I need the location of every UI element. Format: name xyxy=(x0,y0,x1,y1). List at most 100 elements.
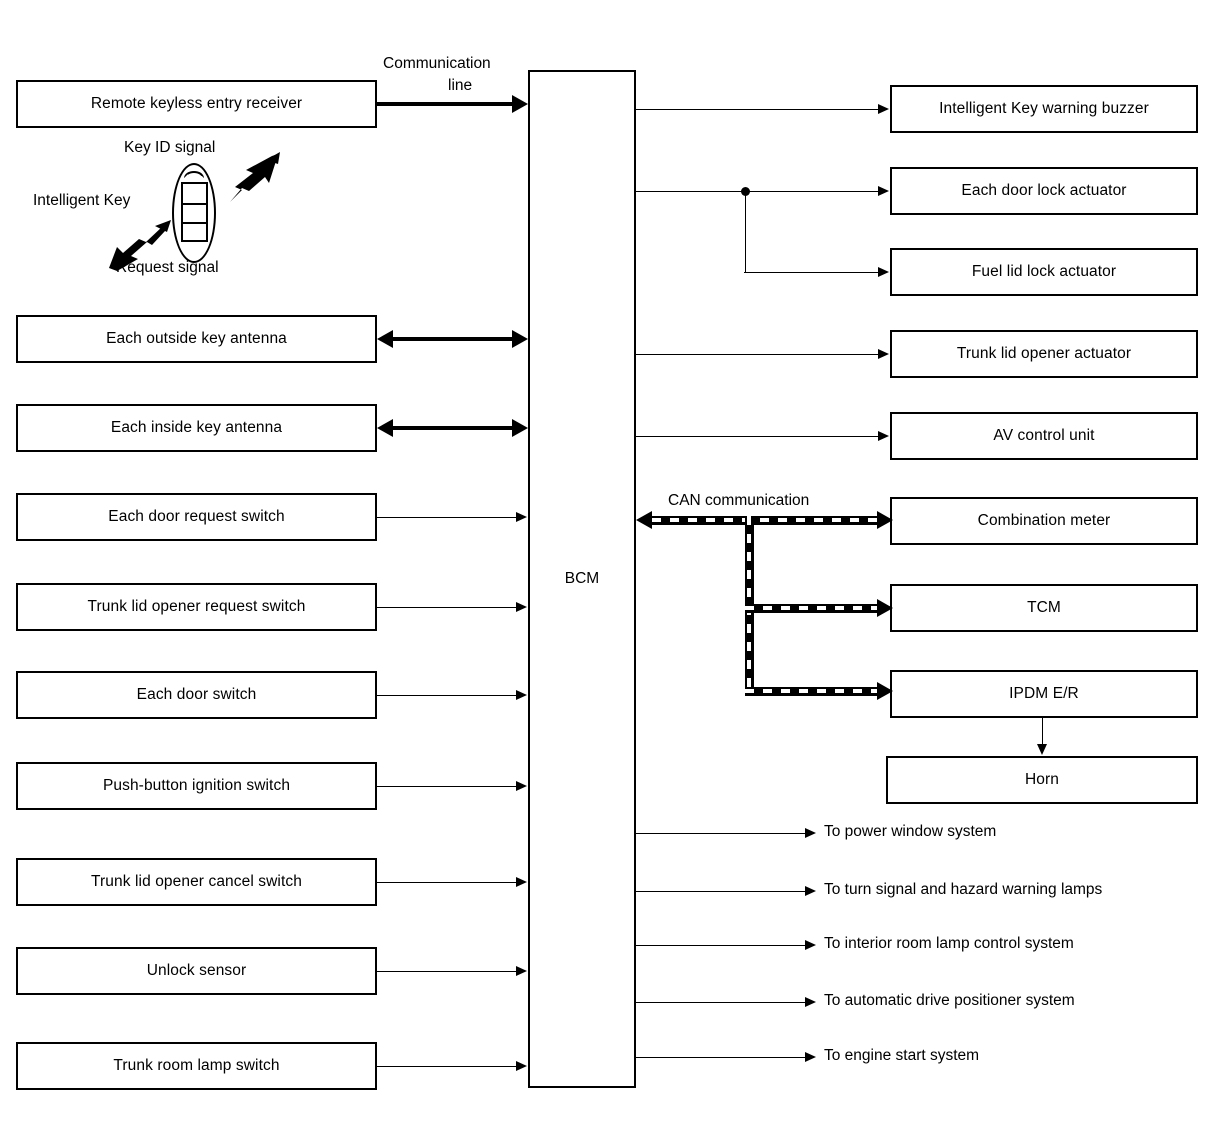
key-fob-button-divider-icon xyxy=(183,203,206,205)
arrowhead-right-can xyxy=(877,682,893,700)
output-box-label: Intelligent Key warning buzzer xyxy=(939,100,1149,118)
connector-trunk-lid-opener-actuator xyxy=(636,354,879,355)
arrowhead-right xyxy=(878,186,889,196)
arrowhead-right xyxy=(516,966,527,976)
connector-each-inside-key-antenna xyxy=(393,426,513,430)
input-box-label: Remote keyless entry receiver xyxy=(90,95,303,113)
input-box-label: Unlock sensor xyxy=(146,962,247,980)
connector-push-button-ignition-switch xyxy=(377,786,517,787)
annotation-can-communication: CAN communication xyxy=(668,492,810,509)
arrowhead-right xyxy=(516,602,527,612)
input-box-trunk-lid-opener-request-switch: Trunk lid opener request switch xyxy=(16,583,377,631)
arrowhead-right xyxy=(516,877,527,887)
arrowhead-right xyxy=(878,104,889,114)
connector-each-door-switch xyxy=(377,695,517,696)
input-box-trunk-lid-opener-cancel-switch: Trunk lid opener cancel switch xyxy=(16,858,377,906)
key-fob-button-panel-icon xyxy=(181,182,208,242)
annotation-intelligent-key: Intelligent Key xyxy=(33,192,131,209)
connector-to-interior-room-lamp-control-system xyxy=(636,945,806,946)
input-box-each-inside-key-antenna: Each inside key antenna xyxy=(16,404,377,452)
output-box-combination-meter: Combination meter xyxy=(890,497,1198,545)
arrowhead-right xyxy=(878,431,889,441)
annotation-key-id-signal: Key ID signal xyxy=(124,139,216,156)
output-box-label: TCM xyxy=(1027,599,1061,617)
output-box-trunk-lid-opener-actuator: Trunk lid opener actuator xyxy=(890,330,1198,378)
system-link-label-engine-start: To engine start system xyxy=(824,1047,980,1064)
output-box-label: Fuel lid lock actuator xyxy=(971,263,1117,281)
input-box-unlock-sensor: Unlock sensor xyxy=(16,947,377,995)
can-bus-branch-tcm xyxy=(745,604,879,613)
connector-remote-keyless-entry-receiver xyxy=(377,102,513,106)
connector-branch-vertical-fuel-lid xyxy=(745,191,746,272)
system-link-label-turn-signal-hazard: To turn signal and hazard warning lamps xyxy=(824,881,1103,898)
output-box-tcm: TCM xyxy=(890,584,1198,632)
annotation-communication-line-line2: line xyxy=(448,77,473,94)
connector-to-power-window-system xyxy=(636,833,806,834)
input-box-label: Push-button ignition switch xyxy=(102,777,291,795)
connector-trunk-room-lamp-switch xyxy=(377,1066,517,1067)
input-box-label: Trunk lid opener request switch xyxy=(87,598,306,616)
request-signal-bolt-icon xyxy=(109,220,171,271)
input-box-label: Trunk room lamp switch xyxy=(113,1057,280,1075)
system-link-label-automatic-drive-positioner: To automatic drive positioner system xyxy=(824,992,1075,1009)
output-box-intelligent-key-warning-buzzer: Intelligent Key warning buzzer xyxy=(890,85,1198,133)
arrowhead-right xyxy=(516,1061,527,1071)
input-box-each-door-request-switch: Each door request switch xyxy=(16,493,377,541)
bcm-label: BCM xyxy=(564,570,600,587)
arrowhead-right xyxy=(805,1052,816,1062)
arrowhead-right xyxy=(516,512,527,522)
system-link-label-interior-room-lamp: To interior room lamp control system xyxy=(824,935,1074,952)
input-box-each-door-switch: Each door switch xyxy=(16,671,377,719)
arrowhead-right xyxy=(878,349,889,359)
arrowhead-right xyxy=(512,419,528,437)
arrowhead-right xyxy=(516,690,527,700)
connector-ipdm-to-horn xyxy=(1042,718,1043,745)
output-box-label: IPDM E/R xyxy=(1009,685,1079,703)
input-box-label: Each inside key antenna xyxy=(110,419,283,437)
arrowhead-right xyxy=(516,781,527,791)
connector-each-outside-key-antenna xyxy=(393,337,513,341)
intelligent-key-fob-illustration xyxy=(165,160,225,265)
output-box-each-door-lock-actuator: Each door lock actuator xyxy=(890,167,1198,215)
input-box-push-button-ignition-switch: Push-button ignition switch xyxy=(16,762,377,810)
connector-trunk-lid-opener-cancel-switch xyxy=(377,882,517,883)
output-box-label: AV control unit xyxy=(993,427,1095,445)
arrowhead-down xyxy=(1037,744,1047,755)
connector-trunk-lid-opener-request-switch xyxy=(377,607,517,608)
connector-unlock-sensor xyxy=(377,971,517,972)
arrowhead-right-can xyxy=(877,599,893,617)
arrowhead-right xyxy=(805,940,816,950)
output-box-label: Trunk lid opener actuator xyxy=(956,345,1132,363)
arrowhead-right-can xyxy=(877,511,893,529)
system-link-label-power-window: To power window system xyxy=(824,823,997,840)
input-box-each-outside-key-antenna: Each outside key antenna xyxy=(16,315,377,363)
arrowhead-left xyxy=(377,419,393,437)
arrowhead-left xyxy=(377,330,393,348)
output-box-label: Horn xyxy=(1025,771,1059,789)
output-box-label: Each door lock actuator xyxy=(961,182,1127,200)
can-bus-main-horizontal xyxy=(652,516,879,525)
output-box-av-control-unit: AV control unit xyxy=(890,412,1198,460)
input-box-remote-keyless-entry-receiver: Remote keyless entry receiver xyxy=(16,80,377,128)
bcm-box: BCM xyxy=(528,70,636,1088)
connector-to-automatic-drive-positioner-system xyxy=(636,1002,806,1003)
key-id-signal-bolt-icon xyxy=(226,152,280,206)
arrowhead-right xyxy=(805,828,816,838)
arrowhead-right xyxy=(878,267,889,277)
annotation-request-signal: Request signal xyxy=(116,259,219,276)
annotation-communication-line-line1: Communication xyxy=(383,55,491,72)
arrowhead-right xyxy=(512,330,528,348)
output-box-fuel-lid-lock-actuator: Fuel lid lock actuator xyxy=(890,248,1198,296)
connector-to-engine-start-system xyxy=(636,1057,806,1058)
input-box-label: Trunk lid opener cancel switch xyxy=(91,873,302,891)
connector-each-door-request-switch xyxy=(377,517,517,518)
connector-av-control-unit xyxy=(636,436,879,437)
output-box-ipdm-er: IPDM E/R xyxy=(890,670,1198,718)
output-box-label: Combination meter xyxy=(977,512,1111,530)
connector-to-turn-signal-hazard-lamps xyxy=(636,891,806,892)
key-fob-button-divider-icon xyxy=(183,222,206,224)
input-box-label: Each door switch xyxy=(136,686,257,704)
can-bus-branch-ipdm xyxy=(745,687,879,696)
connector-intelligent-key-warning-buzzer xyxy=(636,109,879,110)
input-box-label: Each door request switch xyxy=(108,508,285,526)
